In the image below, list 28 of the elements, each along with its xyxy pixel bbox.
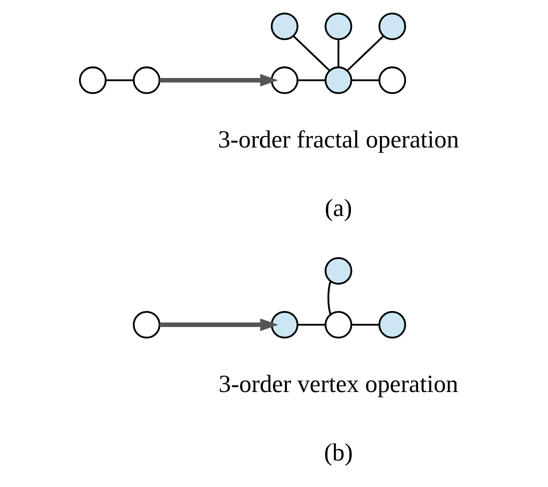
connector	[350, 323, 379, 326]
arrow	[159, 73, 278, 86]
connector	[350, 78, 379, 81]
connector	[346, 34, 384, 71]
node-circle	[270, 310, 298, 338]
node-circle	[324, 66, 352, 94]
connector	[292, 34, 330, 71]
node-circle	[270, 66, 298, 94]
connector	[297, 78, 325, 81]
label: 3-order fractal operation	[217, 126, 458, 154]
connector	[297, 323, 325, 326]
node-circle	[378, 310, 406, 338]
label: 3-order vertex operation	[218, 370, 458, 398]
node-circle	[324, 12, 352, 40]
node-circle	[324, 310, 352, 338]
connector	[337, 38, 339, 67]
connector	[105, 78, 134, 81]
node-circle	[132, 310, 160, 338]
label: (a)	[324, 194, 352, 222]
node-circle	[378, 66, 406, 94]
node-circle	[78, 66, 106, 94]
arrow	[159, 318, 278, 331]
node-circle	[270, 12, 298, 40]
node-circle	[378, 12, 406, 40]
node-circle	[324, 256, 352, 284]
node-circle	[132, 66, 160, 94]
label: (b)	[324, 439, 352, 466]
connector	[326, 280, 331, 314]
